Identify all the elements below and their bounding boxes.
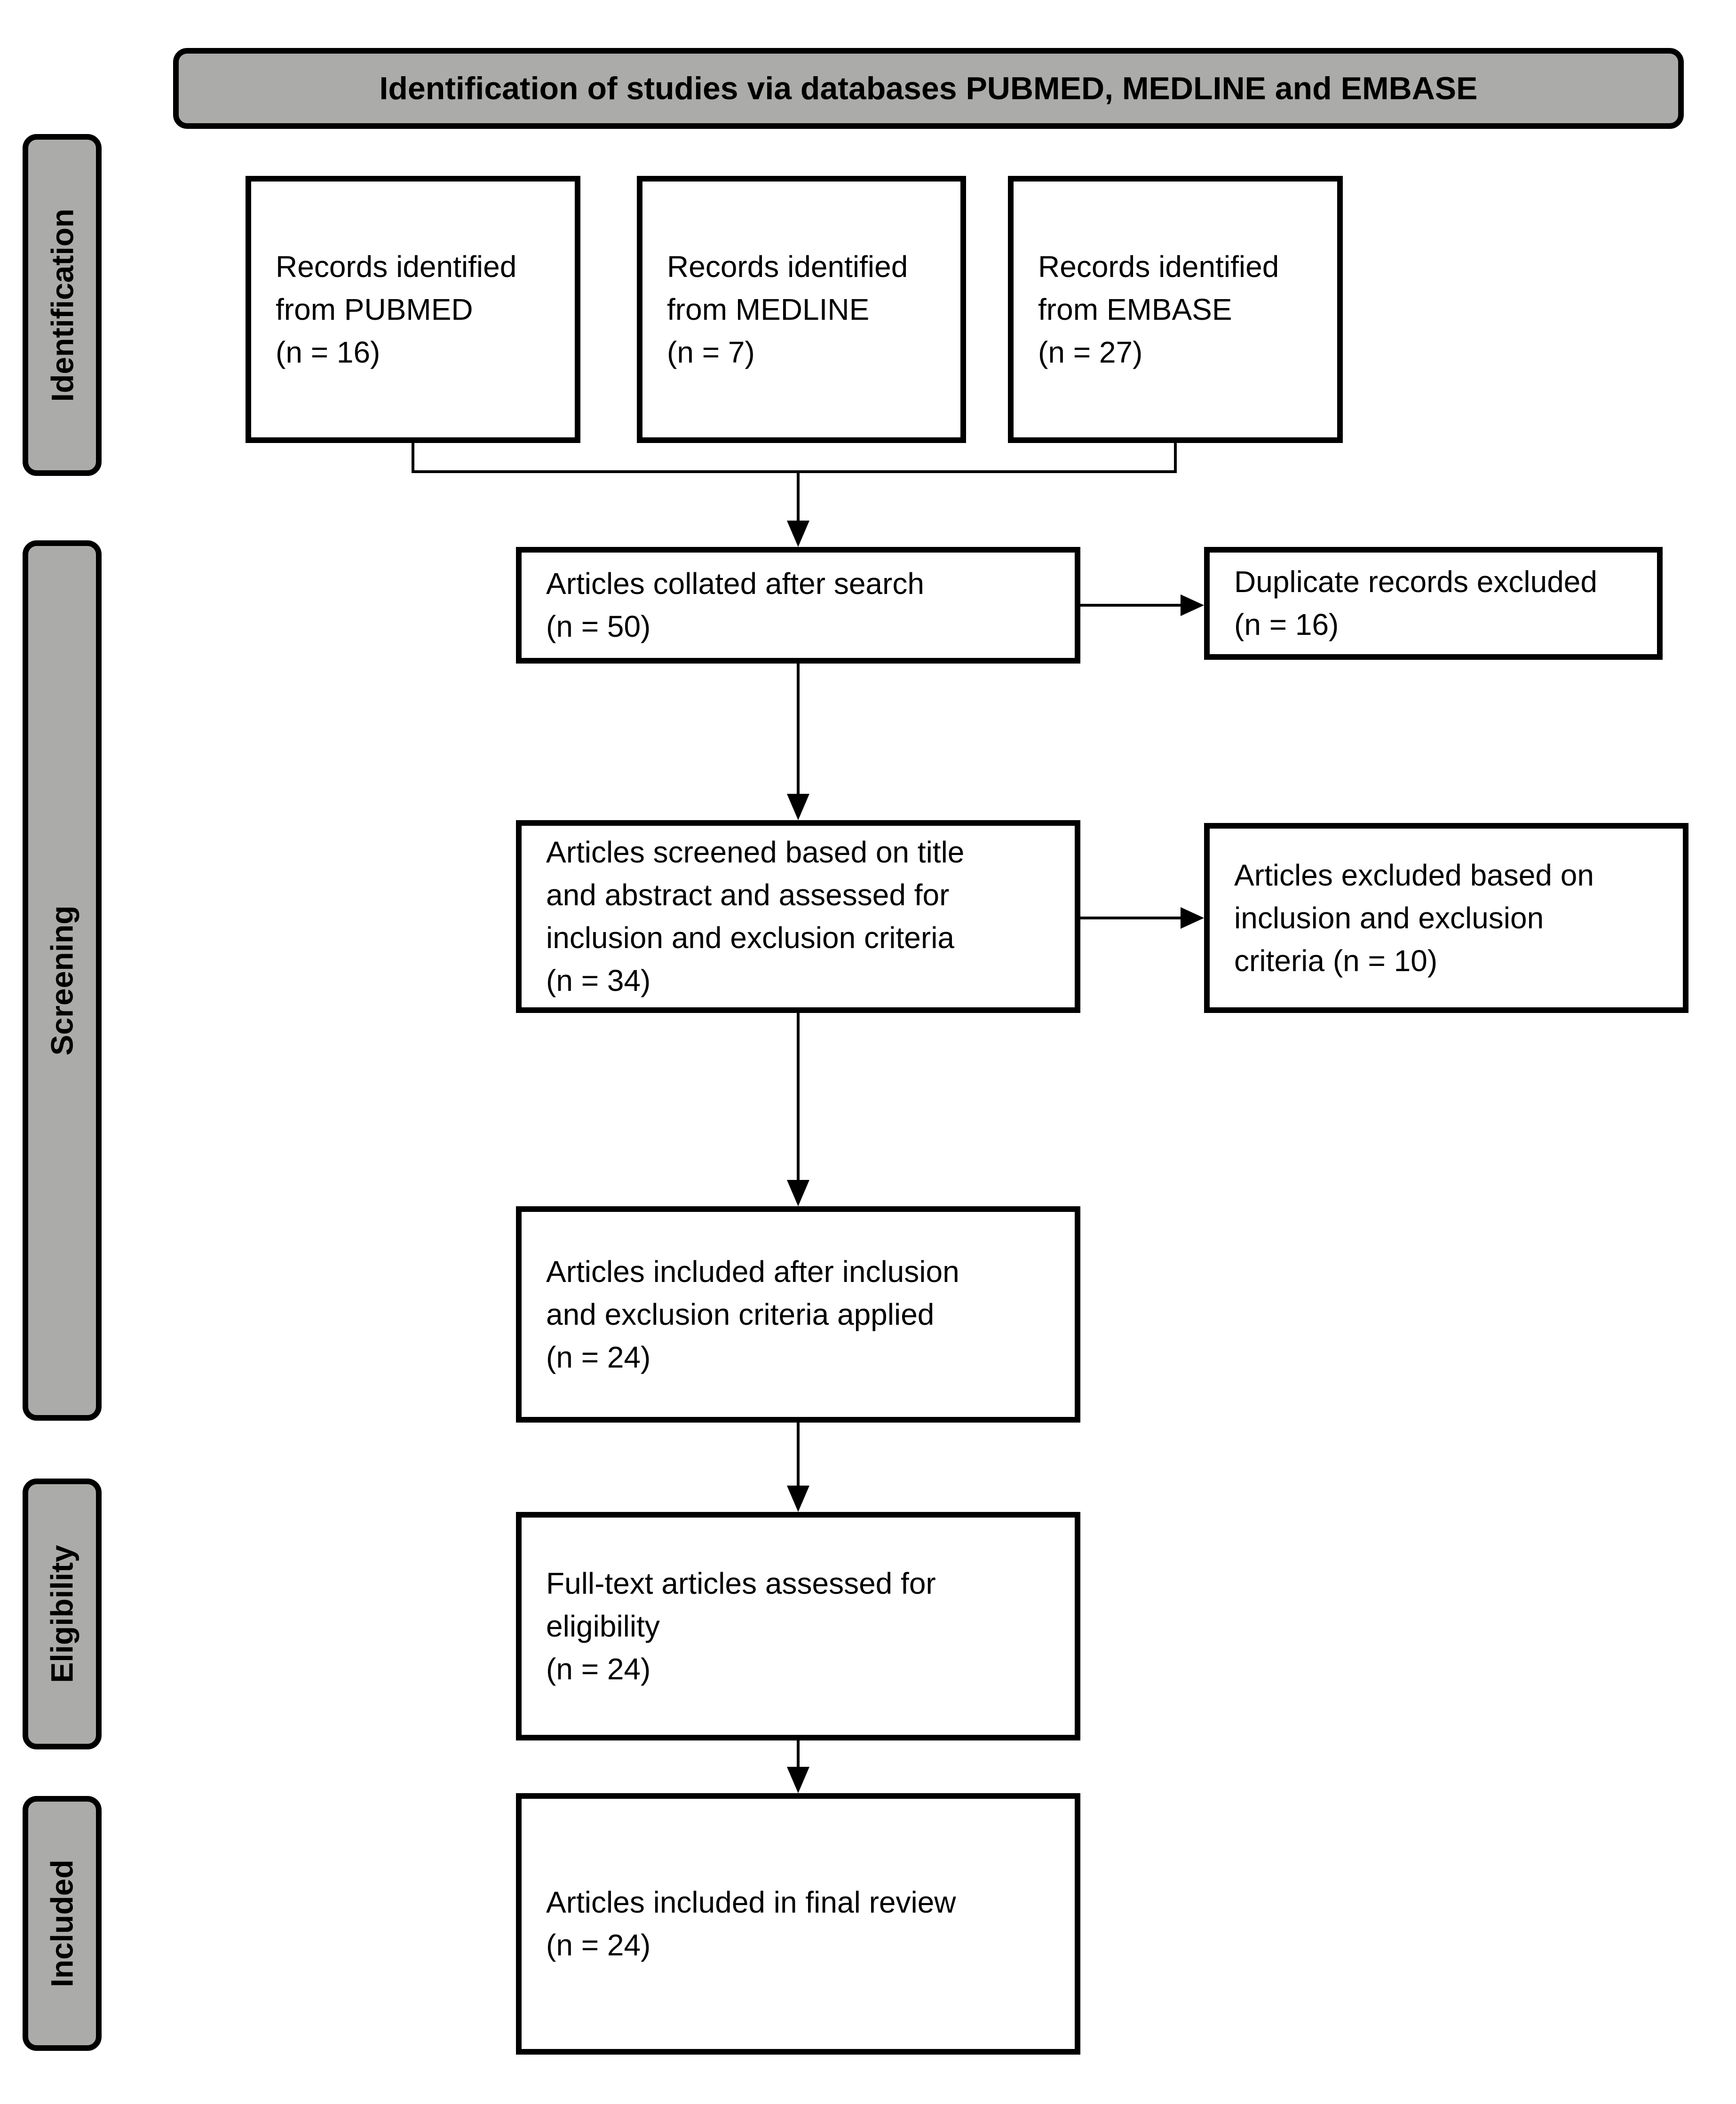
box-articles-collated: Articles collated after search (n = 50)	[516, 547, 1080, 664]
box-fulltext-assessed-text: Full-text articles assessed for eligibil…	[546, 1566, 936, 1686]
box-articles-screened: Articles screened based on title and abs…	[516, 820, 1080, 1013]
box-articles-excluded-text: Articles excluded based on inclusion and…	[1234, 858, 1594, 978]
box-articles-collated-text: Articles collated after search (n = 50)	[546, 567, 924, 643]
arrowhead-right-icon	[1181, 594, 1204, 616]
stage-label-included: Included	[23, 1796, 102, 2051]
arrowhead-down-icon	[787, 1180, 809, 1206]
box-records-medline: Records identified from MEDLINE (n = 7)	[637, 176, 966, 443]
box-duplicates-excluded-text: Duplicate records excluded (n = 16)	[1234, 565, 1597, 641]
connector-collated-to-duplicates	[1080, 604, 1181, 607]
connector-fulltext-down	[797, 1740, 800, 1768]
box-fulltext-assessed: Full-text articles assessed for eligibil…	[516, 1512, 1080, 1740]
connector-screened-to-excluded	[1080, 917, 1181, 919]
title-banner: Identification of studies via databases …	[173, 48, 1684, 129]
box-duplicates-excluded: Duplicate records excluded (n = 16)	[1204, 547, 1663, 660]
box-articles-screened-text: Articles screened based on title and abs…	[546, 835, 965, 997]
stage-label-text: Eligibility	[45, 1545, 80, 1683]
connector-merge-horizontal	[412, 470, 1177, 473]
stage-label-eligibility: Eligibility	[23, 1479, 102, 1749]
connector-collated-down	[797, 664, 800, 795]
box-final-review: Articles included in final review (n = 2…	[516, 1793, 1080, 2055]
box-articles-included-after-criteria-text: Articles included after inclusion and ex…	[546, 1254, 959, 1374]
box-records-embase: Records identified from EMBASE (n = 27)	[1008, 176, 1343, 443]
connector-merge-down	[797, 470, 800, 522]
connector-pubmed-down	[412, 442, 414, 473]
arrowhead-down-icon	[787, 1767, 809, 1793]
title-text: Identification of studies via databases …	[379, 71, 1478, 106]
box-records-embase-text: Records identified from EMBASE (n = 27)	[1038, 249, 1279, 369]
arrowhead-down-icon	[787, 521, 809, 547]
arrowhead-right-icon	[1181, 907, 1204, 929]
stage-label-identification: Identification	[23, 134, 102, 476]
box-records-pubmed-text: Records identified from PUBMED (n = 16)	[276, 249, 517, 369]
connector-embase-down	[1174, 442, 1177, 473]
box-records-pubmed: Records identified from PUBMED (n = 16)	[246, 176, 580, 443]
stage-label-screening: Screening	[23, 540, 102, 1421]
connector-included-after-down	[797, 1423, 800, 1487]
box-articles-included-after-criteria: Articles included after inclusion and ex…	[516, 1206, 1080, 1423]
stage-label-text: Identification	[45, 208, 80, 402]
arrowhead-down-icon	[787, 1486, 809, 1512]
connector-screened-down	[797, 1013, 800, 1181]
box-final-review-text: Articles included in final review (n = 2…	[546, 1885, 956, 1962]
stage-label-text: Screening	[45, 905, 80, 1056]
box-records-medline-text: Records identified from MEDLINE (n = 7)	[667, 249, 908, 369]
stage-label-text: Included	[45, 1859, 80, 1987]
box-articles-excluded: Articles excluded based on inclusion and…	[1204, 823, 1688, 1013]
arrowhead-down-icon	[787, 794, 809, 820]
